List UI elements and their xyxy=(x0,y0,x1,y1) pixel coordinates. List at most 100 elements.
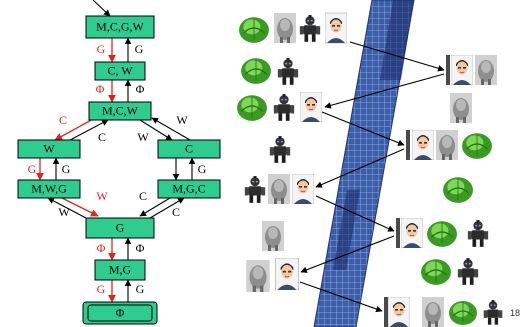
edge-label: G xyxy=(97,42,106,56)
bank-row-3-right xyxy=(406,130,493,160)
state-node-label: M,C,W xyxy=(102,103,139,117)
crossing-arrow xyxy=(324,73,445,109)
crossing-arrow xyxy=(300,235,395,273)
state-node-start: M,C,G,W xyxy=(85,15,155,39)
river-shadow xyxy=(333,190,360,270)
wolf-icon xyxy=(299,15,321,42)
edge-label: G xyxy=(97,282,106,296)
edge-label: C xyxy=(139,189,147,203)
edge-label: W xyxy=(58,205,70,219)
crossing-arrow xyxy=(299,281,383,313)
bank-row-1-right xyxy=(446,55,497,85)
goat-icon xyxy=(246,260,270,292)
state-node-cw: C, W xyxy=(94,61,146,81)
bank-row-2-left xyxy=(240,57,299,85)
edge-label: G xyxy=(136,282,145,296)
man-icon xyxy=(401,218,423,248)
edge-label: G xyxy=(28,162,37,176)
cabbage-icon xyxy=(448,300,478,326)
cabbage-icon xyxy=(442,176,474,204)
edge-label: G xyxy=(62,162,71,176)
goat-icon xyxy=(450,93,472,123)
bank-row-5-right xyxy=(396,218,489,248)
page-number: 18 xyxy=(510,308,520,318)
state-node-label: M,G,C xyxy=(172,181,205,195)
cabbage-icon xyxy=(238,16,270,44)
man-icon xyxy=(300,92,322,122)
state-node-mgc: M,G,C xyxy=(157,179,221,199)
edge-label: G xyxy=(198,162,207,176)
bank-row-4-right xyxy=(442,176,474,204)
state-node-label: C xyxy=(185,141,193,155)
goat-icon xyxy=(422,297,444,327)
goat-icon xyxy=(262,221,284,251)
cabbage-icon xyxy=(461,132,493,160)
bank-row-6-left xyxy=(262,221,284,251)
edge-red-5 xyxy=(61,197,99,217)
state-node-label: M,G xyxy=(109,262,132,276)
goat-icon xyxy=(274,13,296,43)
bank-row-5-left xyxy=(244,174,314,204)
edge-label: C xyxy=(172,205,180,219)
edge-blk-3c xyxy=(151,117,191,141)
state-node-label: Φ xyxy=(116,305,125,319)
state-node-goal: Φ xyxy=(82,301,158,325)
edge-label: C xyxy=(59,113,67,127)
state-node-c: C xyxy=(157,139,221,159)
crossing-arrow xyxy=(321,111,405,146)
state-node-label: G xyxy=(116,220,125,234)
state-node-w: W xyxy=(17,139,81,159)
state-node-mwg: M,W,G xyxy=(17,179,81,199)
state-node-g: G xyxy=(85,217,155,239)
river-shadow xyxy=(380,0,414,80)
cabbage-icon xyxy=(240,57,272,85)
bank-row-7-right xyxy=(384,297,503,327)
bank-row-6-right xyxy=(420,258,479,286)
bank-row-2-right xyxy=(450,93,472,123)
state-node-mg: M,G xyxy=(94,259,146,281)
edge-blk-5a xyxy=(47,197,87,219)
goat-icon xyxy=(475,55,497,85)
edge-label: Φ xyxy=(96,82,105,96)
edge-blk-3a xyxy=(69,119,109,141)
wolf-icon xyxy=(273,94,295,121)
wolf-icon xyxy=(457,258,479,285)
state-node-label: M,W,G xyxy=(31,181,67,195)
man-icon xyxy=(275,258,299,290)
goat-icon xyxy=(436,130,458,160)
cabbage-icon xyxy=(236,94,268,122)
edge-label: Φ xyxy=(136,82,145,96)
bank-row-7-left xyxy=(246,258,299,292)
man-icon xyxy=(451,55,473,85)
crossing-arrow xyxy=(349,41,445,72)
edge-blk-3b xyxy=(139,119,173,141)
man-icon xyxy=(388,297,410,327)
goat-icon xyxy=(268,174,290,204)
state-node-label: C, W xyxy=(107,63,133,77)
wolf-icon xyxy=(277,58,299,85)
bank-row-1-left xyxy=(238,12,347,44)
state-node-mcw: M,C,W xyxy=(88,101,152,121)
wolf-icon xyxy=(269,136,291,163)
edge-label: W xyxy=(96,189,108,203)
edge-label: Φ xyxy=(97,241,106,255)
edge-label: Φ xyxy=(136,241,145,255)
edge-label: C xyxy=(98,130,106,144)
wolf-icon xyxy=(244,176,266,203)
man-icon xyxy=(412,130,434,160)
bank-row-4-left xyxy=(269,136,291,163)
edge-label: W xyxy=(137,130,149,144)
bank-row-3-left xyxy=(236,92,322,122)
edge-blk-5c xyxy=(149,197,185,219)
edge-red-3 xyxy=(54,117,96,141)
edge-label: W xyxy=(176,113,188,127)
crossing-arrow xyxy=(315,195,395,232)
wolf-icon xyxy=(467,220,489,247)
edge-blk-5b xyxy=(139,197,171,217)
state-node-label: M,C,G,W xyxy=(96,19,144,33)
man-icon xyxy=(325,12,347,44)
crossing-arrow xyxy=(315,148,405,188)
cabbage-icon xyxy=(420,258,452,286)
wolf-icon xyxy=(483,300,503,325)
